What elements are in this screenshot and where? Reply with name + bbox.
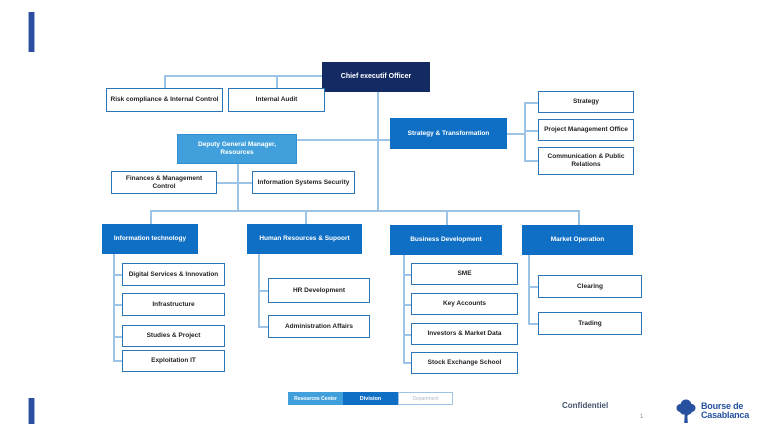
accent-bar-top — [28, 12, 35, 52]
node-key-accounts: Key Accounts — [411, 293, 518, 315]
connector-line — [403, 274, 411, 276]
node-chief-executive-officer: Chief executif Officer — [322, 62, 430, 92]
connector-line — [524, 130, 538, 132]
node-investors-market-data: Investors & Market Data — [411, 323, 518, 345]
logo-text-line2: Casablanca — [701, 410, 750, 420]
legend-resource-center: Resources Center — [288, 392, 343, 405]
connector-line — [578, 210, 580, 225]
connector-line — [113, 254, 115, 362]
node-stock-exchange-school: Stock Exchange School — [411, 352, 518, 374]
legend-department: Department — [398, 392, 453, 405]
node-finances-management-control: Finances & Management Control — [111, 171, 217, 194]
connector-line — [237, 164, 239, 211]
node-project-management-office: Project Management Office — [538, 119, 634, 141]
connector-line — [258, 326, 268, 328]
connector-line — [528, 255, 530, 324]
connector-line — [113, 360, 122, 362]
connector-line — [113, 336, 122, 338]
node-sme: SME — [411, 263, 518, 285]
connector-line — [276, 75, 278, 88]
connector-line — [150, 210, 579, 212]
node-communication-public-relations: Communication & Public Relations — [538, 147, 634, 175]
connector-line — [403, 334, 411, 336]
connector-line — [150, 210, 152, 224]
node-strategy-transformation: Strategy & Transformation — [390, 118, 507, 149]
bourse-casablanca-logo: Bourse de Casablanca — [674, 398, 749, 424]
node-exploitation-it: Exploitation IT — [122, 350, 225, 372]
connector-line — [377, 92, 379, 211]
connector-line — [258, 290, 268, 292]
tree-icon — [676, 399, 696, 423]
accent-bar-bottom — [28, 398, 35, 424]
node-business-development: Business Development — [390, 225, 502, 255]
page-number: 1 — [640, 414, 644, 420]
node-internal-audit: Internal Audit — [228, 88, 325, 112]
confidential-label: Confidentiel — [562, 401, 609, 410]
logo-text: Bourse de Casablanca — [701, 400, 750, 421]
connector-line — [217, 182, 252, 184]
connector-line — [305, 210, 307, 224]
node-digital-services-innovation: Digital Services & Innovation — [122, 263, 225, 286]
node-infrastructure: Infrastructure — [122, 293, 225, 316]
connector-line — [524, 102, 538, 104]
connector-line — [507, 133, 524, 135]
node-administration-affairs: Administration Affairs — [268, 315, 370, 338]
connector-line — [113, 304, 122, 306]
connector-line — [403, 304, 411, 306]
node-information-systems-security: Information Systems Security — [252, 171, 355, 194]
node-trading: Trading — [538, 312, 642, 335]
legend: Resources Center Division Department — [288, 392, 453, 405]
connector-line — [528, 286, 538, 288]
connector-line — [164, 75, 166, 88]
connector-line — [528, 323, 538, 325]
connector-line — [446, 210, 448, 225]
legend-division: Division — [343, 392, 398, 405]
node-deputy-general-manager-resources: Deputy General Manager, Resources — [177, 134, 297, 164]
connector-line — [297, 139, 390, 141]
connector-line — [403, 362, 411, 364]
node-human-resources-support: Human Resources & Supoort — [247, 224, 362, 254]
node-studies-project: Studies & Project — [122, 325, 225, 347]
node-strategy: Strategy — [538, 91, 634, 113]
node-information-technology: Information technology — [102, 224, 198, 254]
connector-line — [164, 75, 323, 77]
node-risk-compliance-internal-control: Risk compliance & Internal Control — [106, 88, 223, 112]
node-clearing: Clearing — [538, 275, 642, 298]
node-market-operation: Market Operation — [522, 225, 633, 255]
connector-line — [113, 274, 122, 276]
node-hr-development: HR Development — [268, 278, 370, 303]
connector-line — [524, 160, 538, 162]
connector-line — [524, 102, 526, 162]
connector-line — [403, 255, 405, 363]
logo-text-line1: Bourse de — [701, 400, 744, 411]
